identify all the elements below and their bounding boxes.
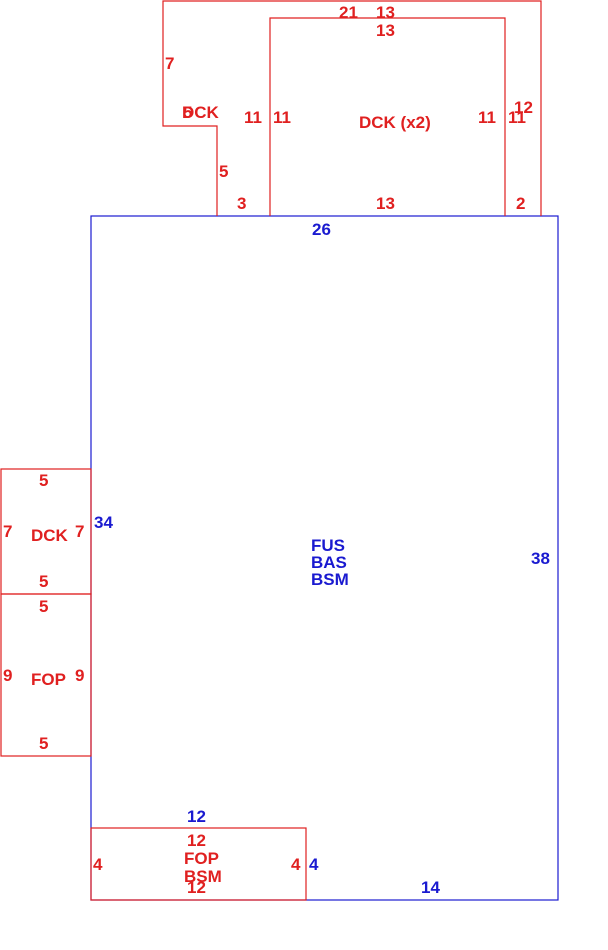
main-dim-left: 34 xyxy=(94,513,113,532)
porch-left-dim-bottom: 5 xyxy=(39,734,48,753)
deck-left-dim-bottom: 5 xyxy=(39,572,48,591)
main-dim-top: 26 xyxy=(312,220,331,239)
main-dim-bottom-left: 12 xyxy=(187,807,206,826)
deck-left-dim-left: 7 xyxy=(3,522,12,541)
main-code-1: FUS xyxy=(311,536,345,555)
deck-top-left-dim-bottom: 3 xyxy=(237,194,246,213)
deck-top-right-label: DCK (x2) xyxy=(359,113,431,132)
porch-bottom-code-1: FOP xyxy=(184,849,219,868)
porch-left-label: FOP xyxy=(31,670,66,689)
main-dim-bottom: 14 xyxy=(421,878,440,897)
main-code-2: BAS xyxy=(311,553,347,572)
deck-top-right-dim-inner-top: 13 xyxy=(376,21,395,40)
deck-top-left-label: DCK xyxy=(182,103,220,122)
porch-bottom-outline xyxy=(90,827,307,901)
deck-top-left-dim-step: 5 xyxy=(219,162,228,181)
porch-left-dim-left: 9 xyxy=(3,666,12,685)
deck-top-right-dim-outer-right: 12 xyxy=(514,98,533,117)
deck-top-left-dim-top: 21 xyxy=(339,3,358,22)
porch-left-dim-right: 9 xyxy=(75,666,84,685)
deck-top-left-outline xyxy=(162,0,542,216)
deck-top-right-dim-bottom-right: 2 xyxy=(516,194,525,213)
deck-left-dim-right: 7 xyxy=(75,522,84,541)
deck-top-right-dim-bottom: 13 xyxy=(376,194,395,213)
deck-top-right-dim-left: 11 xyxy=(273,108,291,127)
deck-top-right-dim-right: 11 xyxy=(478,108,496,127)
deck-top-left-dim-left: 7 xyxy=(165,54,174,73)
porch-left-dim-top: 5 xyxy=(39,597,48,616)
deck-left-label: DCK xyxy=(31,526,69,545)
porch-left-outline xyxy=(0,593,92,757)
deck-top-right-outline xyxy=(269,17,506,216)
deck-top-left-dim-inner: 11 xyxy=(244,108,262,127)
porch-bottom-code-2: BSM xyxy=(184,867,222,886)
porch-bottom-dim-bottom: 12 xyxy=(187,878,206,897)
deck-left-dim-top: 5 xyxy=(39,471,48,490)
porch-bottom-dim-top: 12 xyxy=(187,831,206,850)
main-dim-left-lower: 4 xyxy=(309,855,319,874)
porch-bottom-dim-left: 4 xyxy=(93,855,103,874)
deck-top-right-dim-right-2: 11 xyxy=(508,108,526,127)
porch-bottom-dim-right: 4 xyxy=(291,855,301,874)
deck-top-left-dim-step-top: 5 xyxy=(183,103,192,122)
main-dim-right: 38 xyxy=(531,549,550,568)
deck-top-right-dim-outer-top: 13 xyxy=(376,3,395,22)
main-code-3: BSM xyxy=(311,570,349,589)
